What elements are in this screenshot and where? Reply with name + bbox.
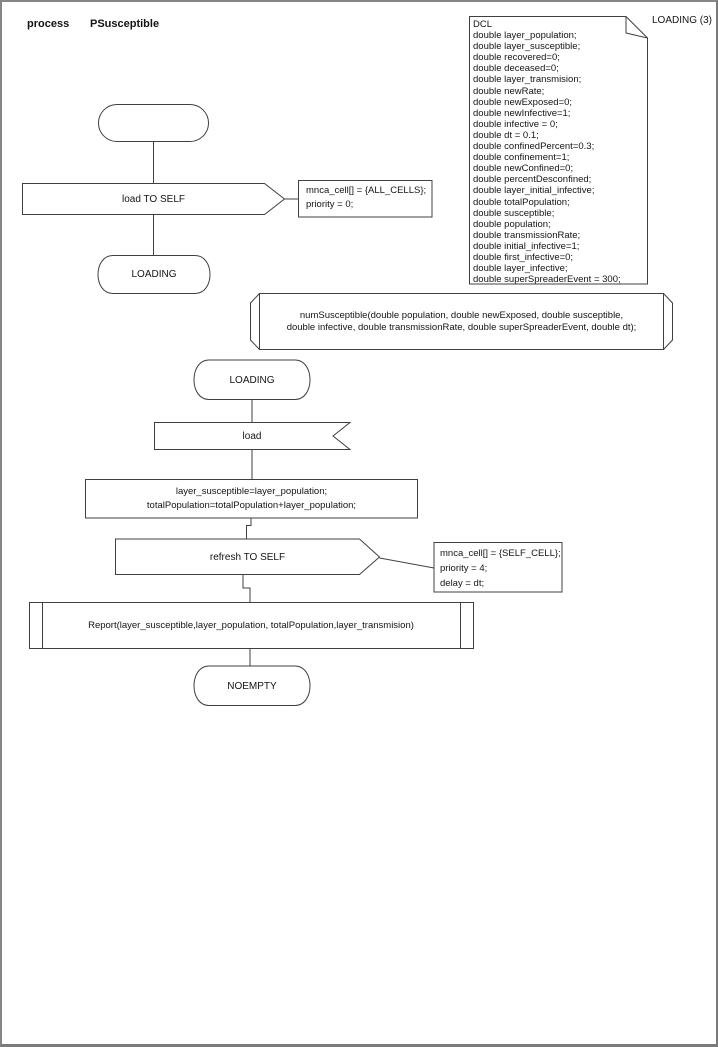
output-refresh-label: refresh TO SELF xyxy=(209,551,286,563)
fold-corner xyxy=(625,16,648,39)
procedure-declaration-symbol[interactable] xyxy=(250,293,673,350)
input-symbol-load[interactable] xyxy=(154,422,352,450)
procedure-declaration-text: numSusceptible(double population, double… xyxy=(286,309,637,333)
procedure-call-symbol-report[interactable] xyxy=(29,602,474,649)
comment-box-refresh[interactable] xyxy=(433,542,563,593)
connector-line xyxy=(379,557,435,569)
procedure-call-report-label: Report(layer_susceptible,layer_populatio… xyxy=(88,620,414,631)
start-symbol[interactable] xyxy=(98,104,209,142)
state-loading-2-label: LOADING xyxy=(229,374,275,386)
connector-line xyxy=(246,518,252,539)
connector-line xyxy=(242,574,251,602)
state-loading-1-label: LOADING xyxy=(131,269,177,280)
output-symbol-refresh-to-self[interactable] xyxy=(115,538,381,575)
process-name-label: PSusceptible xyxy=(90,18,160,30)
dcl-reference-label: LOADING (3) xyxy=(651,15,712,26)
process-kind-label: process xyxy=(27,18,70,30)
dcl-text-symbol[interactable] xyxy=(469,16,648,285)
state-symbol-loading-2[interactable] xyxy=(193,359,311,400)
state-symbol-noempty[interactable] xyxy=(193,665,311,706)
task-text: layer_susceptible=layer_population; tota… xyxy=(146,485,357,511)
state-noempty-label: NOEMPTY xyxy=(227,680,277,692)
dcl-declarations-text: DCL double layer_population; double laye… xyxy=(473,19,621,286)
input-load-label: load xyxy=(242,430,262,442)
output-load-label: load TO SELF xyxy=(122,193,185,205)
comment-load-text: mnca_cell[] = {ALL_CELLS}; priority = 0; xyxy=(306,185,427,210)
comment-refresh-text: mnca_cell[] = {SELF_CELL}; priority = 4;… xyxy=(440,548,561,590)
output-symbol-load-to-self[interactable] xyxy=(22,183,286,215)
state-symbol-loading-1[interactable] xyxy=(97,255,211,294)
comment-box-load[interactable] xyxy=(298,180,433,218)
